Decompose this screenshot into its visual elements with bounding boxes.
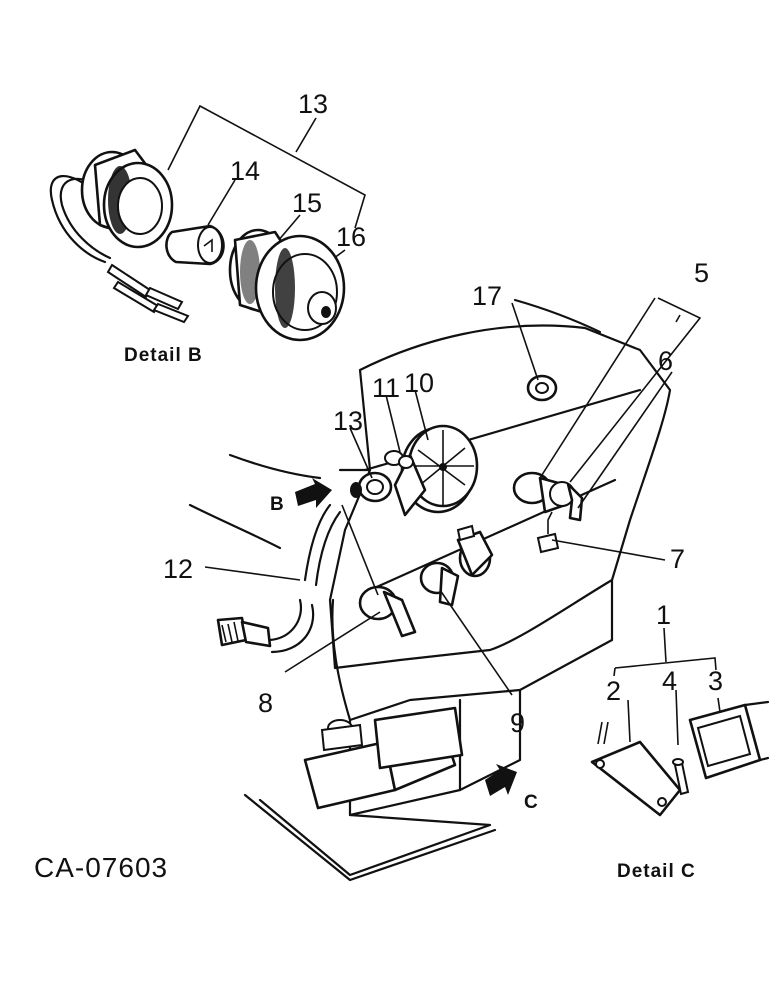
callout-16: 16: [336, 222, 366, 252]
callout-6: 6: [658, 346, 673, 376]
callout-14: 14: [230, 156, 260, 186]
callout-12: 12: [163, 554, 193, 584]
arrow-b-label: B: [270, 494, 285, 515]
arrow-c-label: C: [524, 792, 539, 813]
instrument-panel-illustration: [188, 297, 702, 882]
callout-7: 7: [670, 544, 685, 574]
callout-4: 4: [662, 666, 677, 696]
callout-13-main: 13: [333, 406, 363, 436]
callout-10: 10: [404, 368, 434, 398]
callout-17: 17: [472, 281, 502, 311]
callout-1: 1: [656, 600, 671, 630]
callout-11: 11: [372, 373, 400, 403]
callout-5: 5: [694, 258, 709, 288]
detail-c-illustration: [590, 627, 770, 817]
callout-15: 15: [292, 188, 322, 218]
diagram-code: CA-07603: [34, 852, 168, 883]
detail-b-caption: Detail B: [124, 345, 203, 366]
callout-3: 3: [708, 666, 723, 696]
callout-13-detail: 13: [298, 89, 328, 119]
callout-8: 8: [258, 688, 273, 718]
detail-c-caption: Detail C: [617, 861, 696, 882]
callout-9: 9: [510, 708, 525, 738]
detail-b-illustration: [49, 104, 366, 342]
callout-2: 2: [606, 676, 621, 706]
